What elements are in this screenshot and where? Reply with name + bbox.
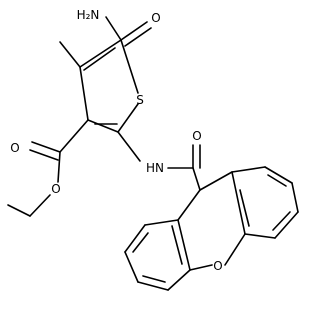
amide-nh2-label: H₂N [77,8,100,22]
bond [192,167,201,191]
bond [124,27,152,47]
bond [79,39,122,68]
bond [177,189,201,221]
bond [83,47,116,71]
bond [7,204,31,217]
ester-carbonyl-oxygen-label: O [10,141,19,155]
bond [79,66,89,121]
amide-linkage [117,131,201,191]
bond [124,224,146,253]
bond [199,171,233,191]
amide-carbonyl-oxygen-label: O [192,129,201,143]
bond [87,119,119,133]
methyl-bond [59,41,81,68]
bond [132,232,149,253]
bond [57,151,61,183]
carboxamide-group [105,16,152,47]
bond [142,275,166,283]
thiophene-sulfur-label: S [136,93,144,107]
bond [124,251,139,283]
bond [231,171,246,235]
bond [144,219,179,226]
xanthene-oxygen-label: O [213,259,222,273]
bond [120,39,139,94]
bond [117,103,139,133]
bond [291,182,299,213]
nh-label: HN [146,161,164,175]
bond [59,119,89,153]
bond [137,281,169,291]
bond [274,211,299,239]
bond [264,166,293,184]
bond [105,16,122,41]
bond [29,194,51,217]
bond [239,189,250,227]
bond [29,149,59,161]
amide-oxygen-label: O [151,11,160,25]
xanthene-core [124,166,299,291]
bond [177,219,191,271]
bond [231,166,266,173]
bond [31,141,61,153]
bond [120,21,148,41]
bond [244,233,276,239]
bond [272,211,291,231]
ethyl-ester-group [7,119,89,217]
ester-ether-oxygen-label: O [51,182,60,196]
bond [167,269,191,291]
bond [224,233,246,266]
bond [117,131,141,162]
bond [267,174,287,187]
bond [189,264,213,271]
thiophene-ring [79,39,139,133]
bond [171,225,183,265]
